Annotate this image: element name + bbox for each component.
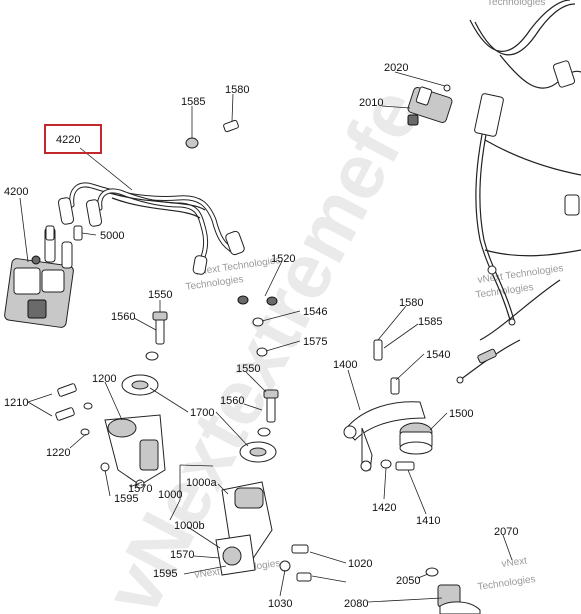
callout-1410: 1410 bbox=[416, 515, 440, 527]
callout-1000: 1000 bbox=[158, 489, 182, 501]
parts-bottom-right bbox=[425, 567, 481, 614]
part-4220-cables bbox=[57, 182, 245, 275]
callout-1580-right: 1580 bbox=[399, 297, 423, 309]
part-2010-connector bbox=[407, 84, 453, 126]
callout-1000a: 1000a bbox=[186, 477, 217, 489]
callout-1210: 1210 bbox=[4, 397, 28, 409]
part-5000-spark-plugs bbox=[45, 225, 83, 241]
callout-2050: 2050 bbox=[396, 575, 420, 587]
watermark-small-6: vNext bbox=[501, 555, 528, 569]
parts-1585-1580-top bbox=[185, 119, 239, 149]
callout-1595-upper: 1595 bbox=[114, 493, 138, 505]
callout-2010: 2010 bbox=[359, 97, 383, 109]
part-1500-damper bbox=[399, 422, 433, 455]
callout-1420: 1420 bbox=[372, 502, 396, 514]
callout-1500: 1500 bbox=[449, 408, 473, 420]
callout-1575: 1575 bbox=[303, 336, 327, 348]
callout-4220: 4220 bbox=[56, 134, 80, 146]
callout-1700: 1700 bbox=[190, 407, 214, 419]
part-1200-mount bbox=[100, 414, 166, 489]
parts-bolts-center bbox=[145, 311, 279, 437]
callout-1550-upper: 1550 bbox=[148, 289, 172, 301]
callout-5000: 5000 bbox=[100, 230, 124, 242]
parts-1210-1220 bbox=[55, 383, 93, 436]
watermark-small-7: Technologies bbox=[477, 574, 536, 593]
part-1000-assembly bbox=[215, 481, 312, 582]
callout-1595-lower: 1595 bbox=[153, 568, 177, 580]
callout-1570-lower: 1570 bbox=[170, 549, 194, 561]
callout-2080: 2080 bbox=[344, 598, 368, 610]
parts-1410-1420 bbox=[380, 459, 415, 471]
callout-1570-upper: 1570 bbox=[128, 483, 152, 495]
callout-1585-top: 1585 bbox=[181, 96, 205, 108]
callout-1540: 1540 bbox=[426, 349, 450, 361]
leader-lines bbox=[19, 71, 513, 603]
callout-1000b: 1000b bbox=[174, 520, 205, 532]
callout-1400: 1400 bbox=[333, 359, 357, 371]
callout-1560-lower: 1560 bbox=[220, 395, 244, 407]
callout-labels: 4220 4200 5000 1585 1580 2020 2010 1520 … bbox=[4, 62, 518, 610]
right-harness bbox=[456, 0, 581, 384]
callout-1560-upper: 1560 bbox=[111, 311, 135, 323]
callout-4200: 4200 bbox=[4, 186, 28, 198]
callout-1200: 1200 bbox=[92, 373, 116, 385]
callout-1585-right: 1585 bbox=[418, 316, 442, 328]
callout-1550-lower: 1550 bbox=[236, 363, 260, 375]
callout-1580-top: 1580 bbox=[225, 84, 249, 96]
watermark-small-top: Technologies bbox=[487, 0, 545, 8]
callout-2070: 2070 bbox=[494, 526, 518, 538]
callout-1030: 1030 bbox=[268, 598, 292, 610]
callout-1220: 1220 bbox=[46, 447, 70, 459]
callout-1546: 1546 bbox=[303, 306, 327, 318]
callout-2020: 2020 bbox=[384, 62, 408, 74]
watermark-small-2: Technologies bbox=[185, 274, 244, 293]
callout-1020: 1020 bbox=[348, 558, 372, 570]
parts-washers-center bbox=[237, 295, 278, 357]
parts-1700-mounts bbox=[121, 374, 277, 463]
highlight-box-4220 bbox=[44, 124, 102, 154]
part-4200-coil bbox=[4, 227, 74, 328]
part-1400-bracket bbox=[343, 339, 426, 472]
callout-1520: 1520 bbox=[271, 253, 295, 265]
